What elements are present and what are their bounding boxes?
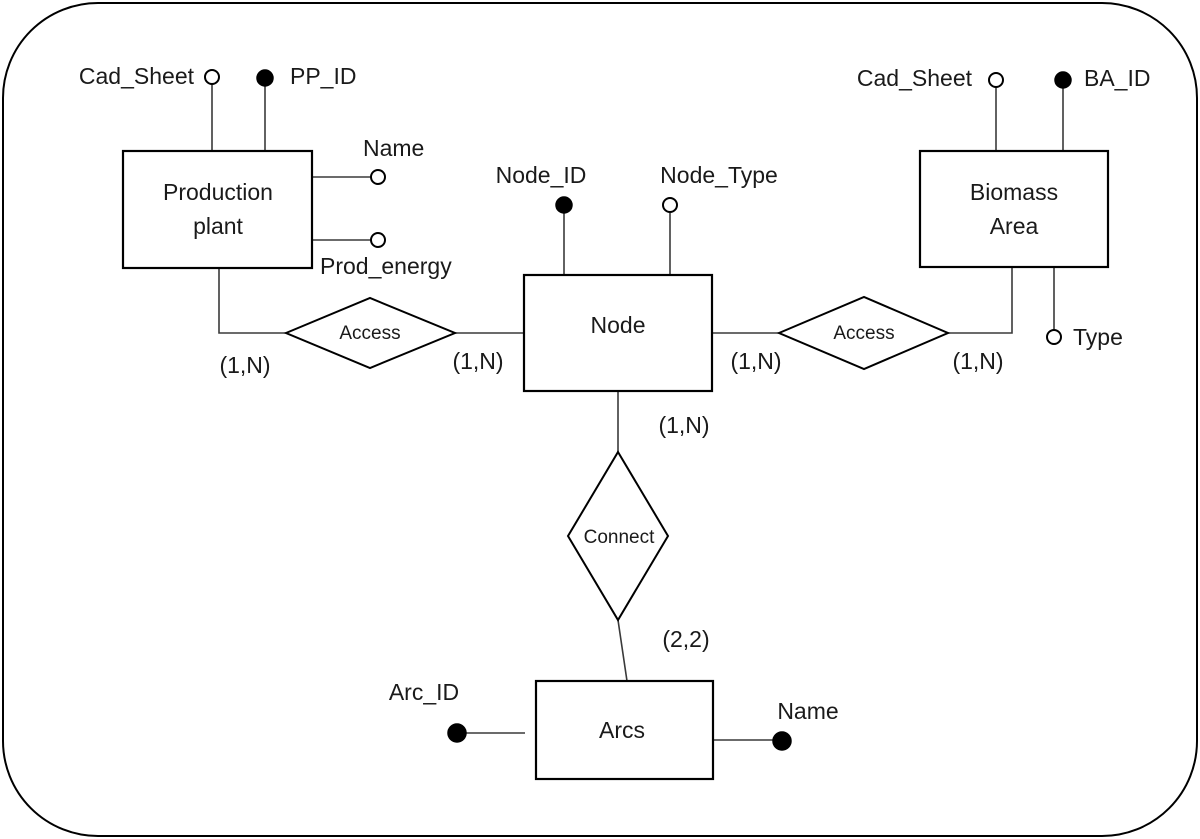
ba-id-key-marker: [1054, 71, 1072, 89]
entity-biomass-area: Biomass Area: [918, 149, 1110, 269]
node-type-label: Node_Type: [660, 162, 778, 188]
node-id-label: Node_ID: [496, 162, 587, 188]
relationship-access-right-diamond: [776, 295, 951, 371]
pp-cad-sheet-attribute-marker: [204, 69, 220, 85]
entity-production-plant: Production plant: [121, 149, 314, 270]
relationship-access-left-label: Access: [339, 323, 400, 344]
entity-production-plant-line1: Production: [163, 179, 273, 205]
entity-arcs-label: Arcs: [599, 717, 645, 743]
entity-node-box: [522, 273, 714, 393]
node-id-key-marker: [555, 196, 573, 214]
relationship-connect: Connect: [566, 450, 670, 622]
arc-id-key-marker: [447, 723, 467, 743]
arc-name-label: Name: [777, 698, 838, 724]
pp-name-attribute-marker: [370, 169, 386, 185]
entity-production-plant-line2: plant: [193, 213, 243, 239]
ba-cad-sheet-label: Cad_Sheet: [857, 65, 973, 91]
ba-type-label: Type: [1073, 324, 1123, 350]
entity-production-plant-box: [121, 149, 314, 270]
relationship-access-right-label: Access: [833, 323, 894, 344]
pp-name-label: Name: [363, 135, 424, 161]
relationship-access-right: Access: [776, 295, 951, 371]
cardinality-ba-access: (1,N): [952, 348, 1003, 374]
entity-biomass-area-line1: Biomass: [970, 179, 1058, 205]
entity-node-label: Node: [591, 312, 646, 338]
pp-access-connector: [218, 268, 286, 334]
pp-id-label: PP_ID: [290, 63, 356, 89]
cardinality-node-connect: (1,N): [658, 412, 709, 438]
cardinality-pp-access: (1,N): [219, 352, 270, 378]
relationship-access-left-diamond: [283, 296, 458, 370]
pp-cad-sheet-label: Cad_Sheet: [79, 63, 195, 89]
pp-prod-energy-attribute-marker: [370, 232, 386, 248]
cardinality-node-access-right: (1,N): [730, 348, 781, 374]
ba-cad-sheet-attribute-marker: [988, 72, 1004, 88]
entity-arcs: Arcs: [534, 679, 715, 781]
cardinality-node-access-left: (1,N): [452, 348, 503, 374]
arc-id-label: Arc_ID: [389, 679, 459, 705]
entity-biomass-area-line2: Area: [990, 213, 1039, 239]
arc-name-key-marker: [772, 731, 792, 751]
node-type-attribute-marker: [662, 197, 678, 213]
entity-arcs-box: [534, 679, 715, 781]
pp-id-key-marker: [256, 69, 274, 87]
relationship-connect-diamond: [566, 450, 670, 622]
ba-id-label: BA_ID: [1084, 65, 1150, 91]
access-right-ba-connector: [948, 267, 1013, 334]
pp-prod-energy-label: Prod_energy: [320, 253, 452, 279]
relationship-connect-label: Connect: [584, 527, 655, 548]
cardinality-arcs-connect: (2,2): [662, 626, 709, 652]
relationship-access-left: Access: [283, 296, 458, 370]
entity-node: Node: [522, 273, 714, 393]
ba-type-attribute-marker: [1046, 329, 1062, 345]
connect-arcs-connector: [617, 619, 628, 682]
entity-biomass-area-box: [918, 149, 1110, 269]
